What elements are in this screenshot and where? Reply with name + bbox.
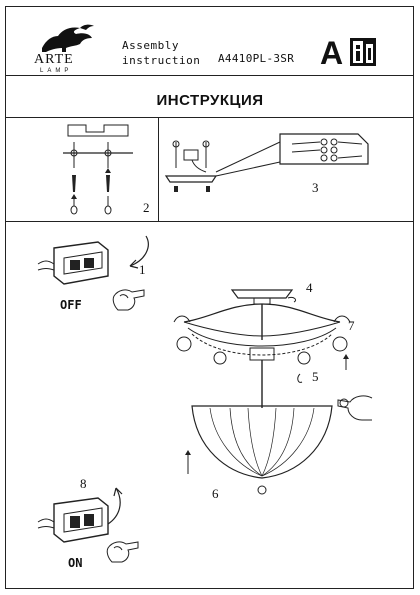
- page-frame: [5, 6, 414, 589]
- switch-off-label: OFF: [60, 298, 82, 312]
- mounting-plate-diagram: [63, 124, 133, 215]
- assembly-instruction-text: Assembly instruction: [122, 39, 201, 67]
- hand-press-icon: [106, 541, 139, 563]
- divider-vertical: [158, 117, 159, 221]
- chandelier-assembly-diagram: [173, 289, 351, 495]
- hand-pointer-icon: [112, 289, 145, 311]
- wall-switch-off-icon: [37, 241, 109, 285]
- curved-arrow-up-icon: [107, 487, 123, 525]
- step-number-2: 2: [143, 200, 150, 215]
- curved-arrow-icon: [129, 235, 149, 269]
- step-number-6: 6: [212, 486, 219, 501]
- wall-switch-on-icon: [37, 497, 109, 543]
- page-title: ИНСТРУКЦИЯ: [156, 92, 264, 109]
- step-number-3: 3: [312, 180, 319, 195]
- step-number-8: 8: [80, 476, 87, 491]
- divider-top: [5, 117, 414, 118]
- step-number-4: 4: [306, 280, 313, 295]
- step-number-7: 7: [348, 318, 355, 333]
- divider-middle: [5, 221, 414, 222]
- brand-name: ARTE: [34, 52, 74, 67]
- step-number-1: 1: [139, 262, 146, 277]
- switch-on-label: ON: [68, 556, 83, 570]
- header-band: [5, 6, 414, 76]
- info-badge-icon: A: [320, 35, 376, 70]
- griffin-logo-icon: [42, 24, 94, 52]
- model-number: A4410PL-3SR: [218, 52, 295, 65]
- step-number-5: 5: [312, 369, 319, 384]
- svg-text:A: A: [320, 35, 343, 70]
- brand-subtitle: LAMP: [40, 68, 73, 74]
- hand-bulb-icon: [337, 395, 373, 421]
- wiring-connection-diagram: [164, 133, 369, 192]
